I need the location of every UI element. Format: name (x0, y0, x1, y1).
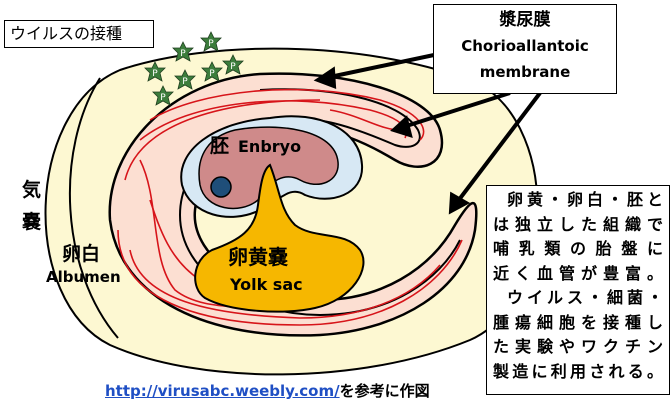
chorioallantoic-label-box: 漿尿膜 Chorioallantoic membrane (433, 4, 617, 94)
air-sac-label-2: 嚢 (21, 210, 42, 233)
albumen-label-jp: 卵白 (62, 242, 100, 265)
note-line: 哺乳類の胎盤に (493, 237, 663, 262)
note-line: ウイルス・細菌・ (493, 286, 663, 311)
chorioallantoic-label-en-1: Chorioallantoic (434, 33, 616, 59)
embryo-label-en: Enbryo (238, 137, 301, 156)
svg-text:P: P (208, 39, 214, 49)
yolk-label-en: Yolk sac (229, 275, 303, 294)
svg-text:P: P (160, 93, 166, 103)
yolk-label-jp: 卵黄嚢 (228, 245, 289, 269)
chorioallantoic-label-en-2: membrane (434, 59, 616, 85)
note-line: 近く血管が豊富。 (493, 262, 663, 287)
note-line: 腫瘍細胞を接種し (493, 311, 663, 336)
svg-text:P: P (209, 69, 215, 79)
albumen-label-en: Albumen (46, 268, 121, 286)
embryo-eye (211, 177, 231, 197)
source-credit-text: を参考に作図 (340, 382, 430, 400)
note-line: 卵黄・卵白・胚と (493, 188, 663, 213)
note-line: は独立した組織で (493, 213, 663, 238)
embryo-label-jp: 胚 (209, 135, 229, 157)
note-line: た実験やワクチン (493, 335, 663, 360)
svg-text:P: P (182, 77, 188, 87)
air-sac-label-1: 気 (22, 178, 41, 201)
title-box: ウイルスの接種 (4, 20, 154, 48)
svg-text:P: P (180, 49, 186, 59)
note-line: 製造に利用される。 (493, 360, 663, 385)
source-link[interactable]: http://virusabc.weebly.com/ (105, 382, 340, 400)
source-credit: http://virusabc.weebly.com/を参考に作図 (105, 380, 430, 401)
note-box: 卵黄・卵白・胚と は独立した組織で 哺乳類の胎盤に 近く血管が豊富。 ウイルス・… (486, 185, 670, 395)
svg-text:P: P (230, 62, 236, 72)
chorioallantoic-label-jp: 漿尿膜 (434, 7, 616, 33)
svg-text:P: P (152, 69, 158, 79)
